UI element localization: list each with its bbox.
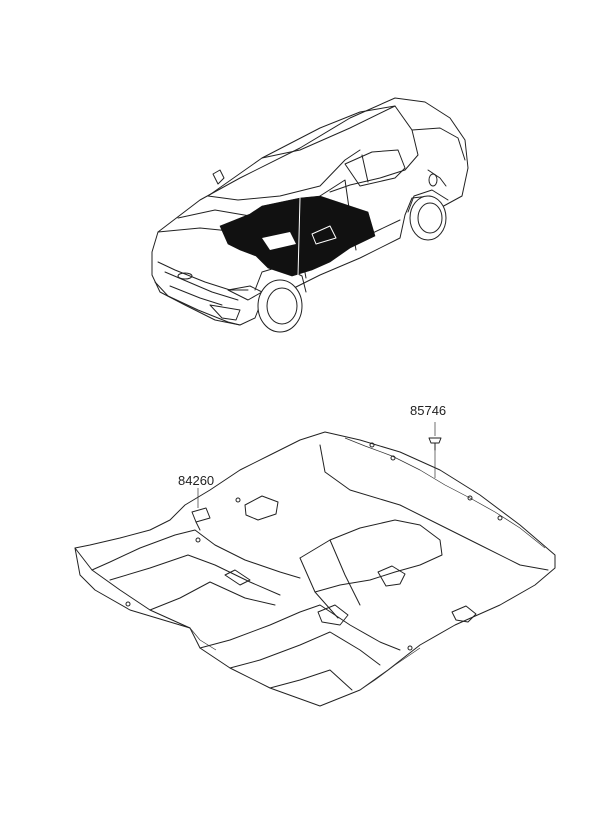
car-illustration xyxy=(151,97,469,333)
part-number-84260[interactable]: 84260 xyxy=(178,473,214,488)
clip-85746 xyxy=(428,437,442,451)
pad-84260 xyxy=(191,507,211,531)
part-number-85746[interactable]: 85746 xyxy=(410,403,446,418)
floor-carpet-assembly xyxy=(74,431,556,707)
